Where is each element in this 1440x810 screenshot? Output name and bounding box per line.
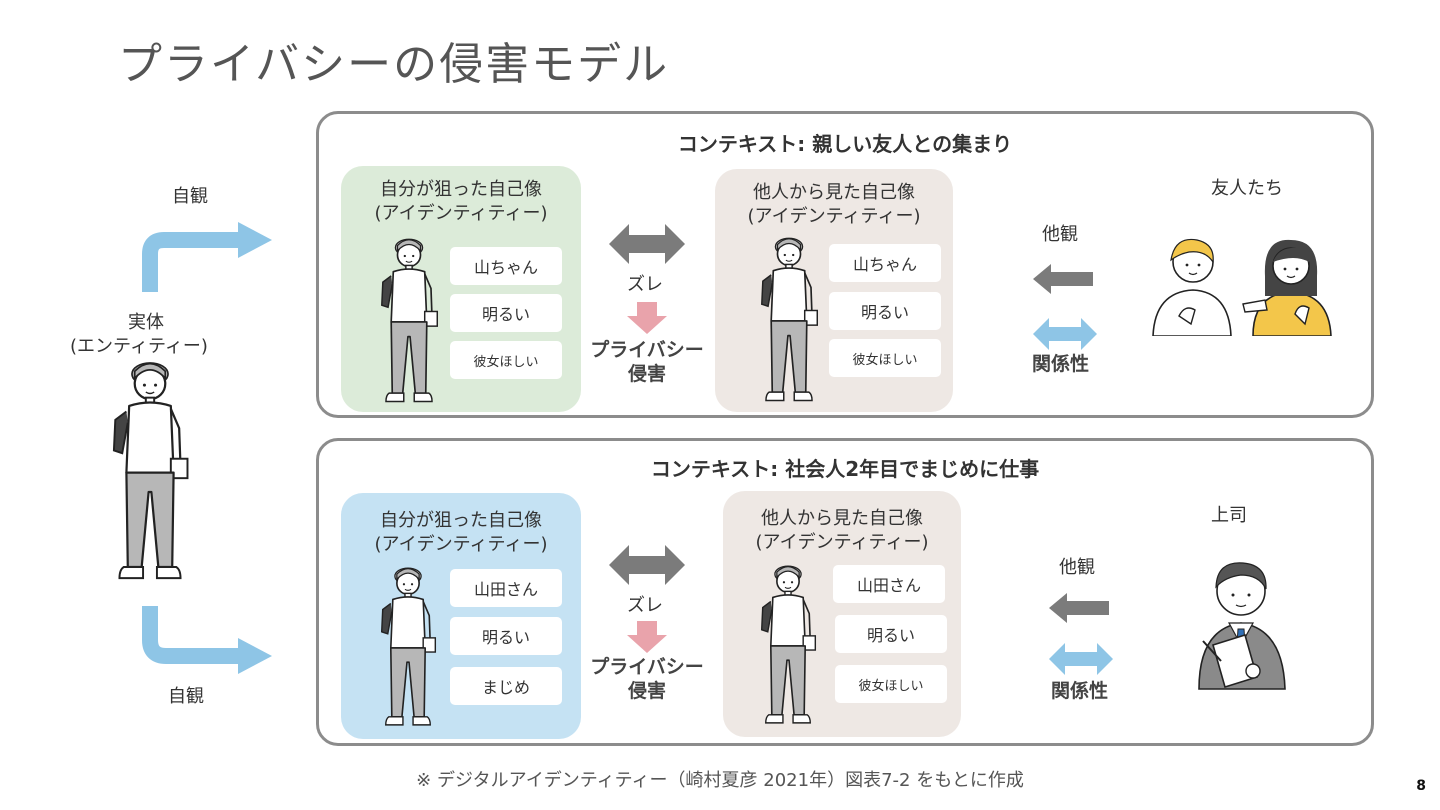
context-title: コンテキスト: 社会人2年目でまじめに仕事 (650, 457, 1040, 481)
trait-nickname: 山ちゃん (829, 244, 941, 282)
trait-wish: 彼女ほしい (450, 341, 562, 379)
trait-personality: 明るい (450, 294, 562, 332)
other-image-person-illustration: .hair{fill:#b7b7b7;stroke:#222;stroke-wi… (757, 233, 821, 411)
gap-label: ズレ (627, 274, 663, 295)
footnote: ※ デジタルアイデンティティー（崎村夏彦 2021年）図表7-2 をもとに作成 (416, 770, 1024, 791)
observer-label: 上司 (1211, 505, 1247, 526)
page-number: 8 (1416, 778, 1426, 794)
self-view-arrow-top (142, 222, 272, 292)
relationship-double-arrow (1049, 643, 1113, 675)
self-image-person-illustration: .hair{fill:#6dc76a;stroke:#222;stroke-wi… (377, 234, 441, 412)
violation-down-arrow (627, 621, 667, 653)
trait-wish: 彼女ほしい (835, 665, 947, 703)
self-image-panel: 自分が狙った自己像 (アイデンティティー) .hair{fill:#6dc76a… (341, 166, 581, 412)
relationship-label: 関係性 (1032, 353, 1090, 375)
trait-personality: 明るい (829, 292, 941, 330)
other-image-panel: 他人から見た自己像 (アイデンティティー) .hair{fill:#b7b7b7… (715, 169, 953, 412)
privacy-violation-label: プライバシー 侵害 (590, 339, 704, 385)
boss-illustration (1198, 562, 1286, 690)
trait-personality: 明るい (835, 615, 947, 653)
self-image-person-illustration: .hair{fill:#7fc6ea;stroke:#222;stroke-wi… (377, 563, 439, 735)
trait-name: 山田さん (833, 565, 945, 603)
other-view-label: 他観 (1042, 224, 1078, 245)
self-image-panel: 自分が狙った自己像 (アイデンティティー) .hair{fill:#7fc6ea… (341, 493, 581, 739)
privacy-violation-label: プライバシー 侵害 (590, 656, 704, 702)
trait-wish: 彼女ほしい (829, 339, 941, 377)
context-box-work: コンテキスト: 社会人2年目でまじめに仕事 自分が狙った自己像 (アイデンティテ… (316, 438, 1374, 746)
gap-label: ズレ (627, 595, 663, 616)
observer-label: 友人たち (1211, 178, 1283, 199)
entity-label-line1: 実体 (128, 312, 164, 333)
violation-down-arrow (627, 302, 667, 334)
other-image-title: 他人から見た自己像 (アイデンティティー) (747, 182, 921, 227)
other-image-person-illustration: .hair{fill:#b7b7b7;stroke:#222;stroke-wi… (757, 561, 819, 733)
friends-illustration (1152, 238, 1332, 336)
self-image-title: 自分が狙った自己像 (アイデンティティー) (374, 510, 548, 555)
entity-label-line2: (エンティティー) (70, 336, 208, 357)
slide-title: プライバシーの侵害モデル (118, 39, 670, 90)
self-view-arrow-bottom (142, 606, 272, 674)
other-view-label: 他観 (1059, 557, 1095, 578)
other-view-arrow (1033, 264, 1093, 294)
entity-person-illustration: .hair{fill:#f3c64a;stroke:#222;stroke-wi… (100, 356, 200, 592)
other-view-arrow (1049, 593, 1109, 623)
self-image-title: 自分が狙った自己像 (アイデンティティー) (374, 179, 548, 224)
other-image-title: 他人から見た自己像 (アイデンティティー) (755, 508, 929, 553)
other-image-panel: 他人から見た自己像 (アイデンティティー) .hair{fill:#b7b7b7… (723, 491, 961, 737)
context-box-friends: コンテキスト: 親しい友人との集まり 自分が狙った自己像 (アイデンティティー)… (316, 111, 1374, 418)
self-view-label-bottom: 自観 (168, 686, 204, 707)
relationship-label: 関係性 (1051, 680, 1109, 702)
trait-attitude: まじめ (450, 667, 562, 705)
trait-personality: 明るい (450, 617, 562, 655)
gap-double-arrow (609, 224, 685, 264)
self-view-label-top: 自観 (172, 186, 208, 207)
trait-nickname: 山ちゃん (450, 247, 562, 285)
context-title: コンテキスト: 親しい友人との集まり (677, 132, 1013, 156)
gap-double-arrow (609, 545, 685, 585)
relationship-double-arrow (1033, 318, 1097, 350)
trait-name: 山田さん (450, 569, 562, 607)
